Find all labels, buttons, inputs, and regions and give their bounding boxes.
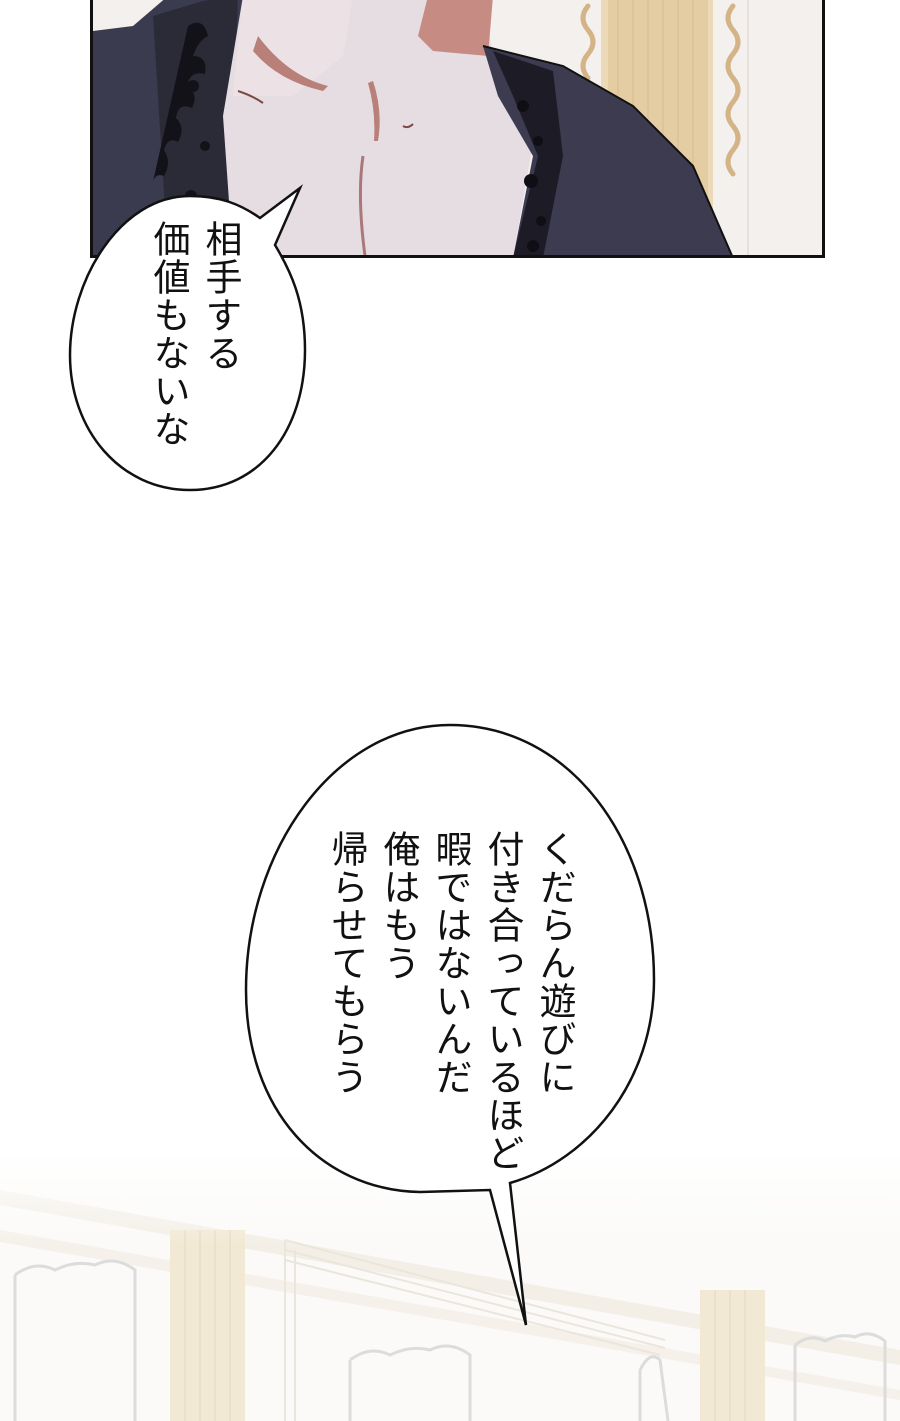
- background-palace-interior: [0, 1150, 900, 1421]
- bubble-1-line-1: 相手する: [199, 220, 242, 372]
- bubble-1-text: 相手する 価値もないな: [142, 220, 246, 448]
- bubble-1-line-2: 価値もないな: [147, 220, 190, 448]
- bubble-2-shape: [244, 723, 656, 1326]
- palace-background-art: [0, 1150, 900, 1421]
- bubble-2-line-1: くだらん遊びに: [533, 830, 576, 1096]
- bubble-2-text: くだらん遊びに 付き合っているほど 暇ではないんだ 俺はもう 帰らせてもらう: [320, 830, 580, 1172]
- panel-artwork: [93, 0, 822, 255]
- top-panel: [90, 0, 825, 258]
- speech-bubble-2: くだらん遊びに 付き合っているほど 暇ではないんだ 俺はもう 帰らせてもらう: [240, 720, 660, 1330]
- bubble-2-line-3: 暇ではないんだ: [429, 830, 472, 1096]
- speech-bubble-1: 相手する 価値もないな: [60, 180, 320, 500]
- bubble-1-shape: [68, 184, 307, 492]
- bubble-2-line-5: 帰らせてもらう: [325, 830, 368, 1096]
- bubble-2-line-4: 俺はもう: [377, 830, 420, 982]
- bubble-2-line-2: 付き合っているほど: [481, 830, 524, 1172]
